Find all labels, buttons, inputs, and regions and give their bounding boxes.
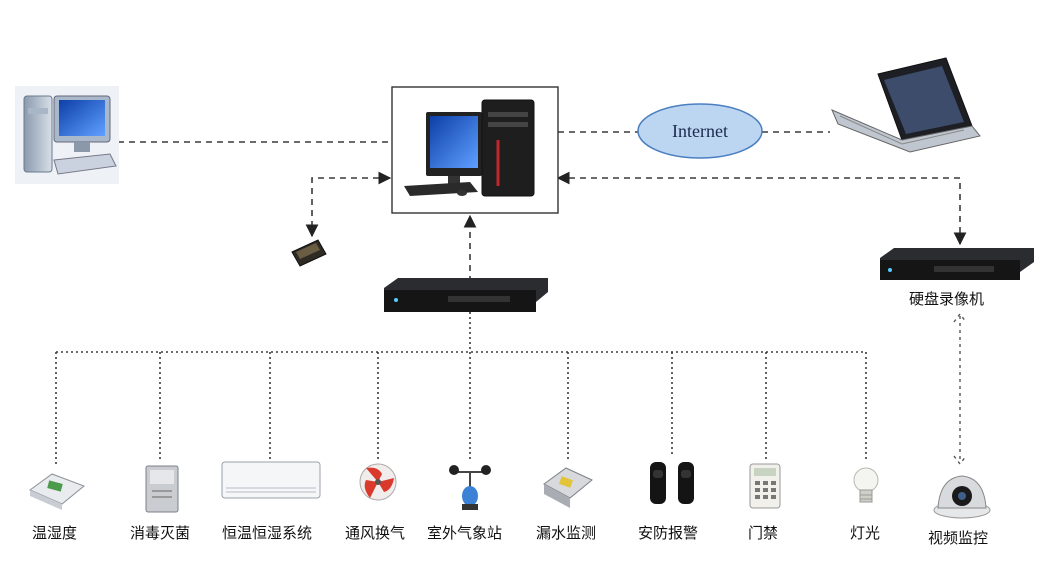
bus-lines bbox=[55, 312, 867, 466]
ventilation-fan-icon bbox=[359, 463, 397, 501]
device-label-lighting: 灯光 bbox=[850, 524, 881, 542]
sms-modem-icon bbox=[291, 239, 327, 267]
temperature-humidity-sensor-icon bbox=[29, 473, 85, 510]
device-label-sterilization: 消毒灭菌 bbox=[130, 524, 191, 542]
central-controller-icon bbox=[384, 278, 548, 312]
air-conditioner-icon bbox=[221, 461, 321, 499]
infrared-beam-sensor-icon bbox=[650, 462, 694, 504]
device-label-temperature-humidity: 温湿度 bbox=[32, 524, 78, 542]
server-computer-icon bbox=[391, 86, 559, 214]
link-server-modem bbox=[305, 171, 392, 238]
sterilizer-icon bbox=[145, 465, 179, 513]
water-leak-detector-icon bbox=[543, 467, 593, 508]
access-control-keypad-icon bbox=[749, 463, 781, 509]
device-label-weather-station: 室外气象站 bbox=[427, 524, 503, 542]
device-label-access-control: 门禁 bbox=[748, 524, 779, 542]
dvr-camera-link bbox=[953, 312, 967, 466]
client-desktop-icon bbox=[15, 86, 119, 184]
connections bbox=[118, 131, 967, 282]
dvr-label: 硬盘录像机 bbox=[909, 290, 985, 308]
light-bulb-icon bbox=[853, 467, 879, 503]
internet-label: Internet bbox=[672, 121, 728, 141]
link-server-dvr bbox=[556, 171, 967, 246]
device-label-security-alarm: 安防报警 bbox=[638, 524, 699, 542]
device-label-constant-temperature-humidity: 恒温恒湿系统 bbox=[222, 524, 313, 542]
camera-label: 视频监控 bbox=[928, 529, 989, 547]
dvr-icon bbox=[880, 248, 1034, 280]
device-label-water-leak: 漏水监测 bbox=[536, 524, 597, 542]
dome-camera-icon bbox=[933, 475, 991, 519]
laptop-icon bbox=[831, 57, 981, 153]
internet-cloud: Internet bbox=[637, 103, 763, 159]
weather-station-icon bbox=[449, 465, 491, 510]
device-label-ventilation: 通风换气 bbox=[345, 524, 406, 542]
